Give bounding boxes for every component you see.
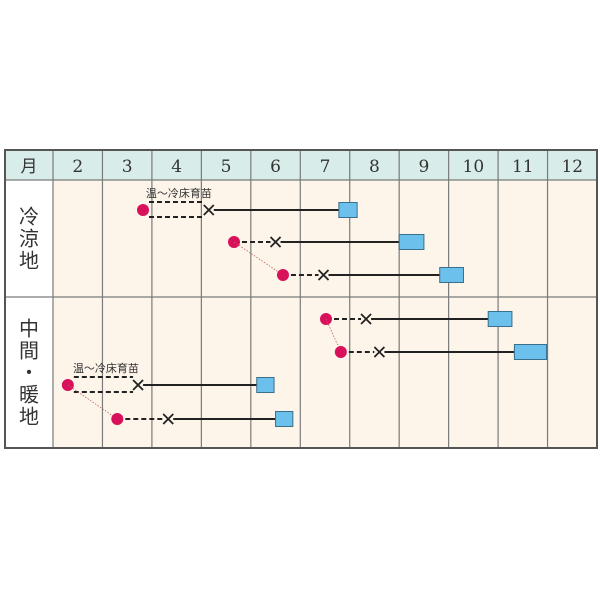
nursery-label: 温〜冷床育苗 [73, 361, 139, 375]
nursery-label: 温〜冷床育苗 [146, 186, 212, 200]
table-border [4, 149, 598, 449]
harvest-box [398, 234, 425, 250]
header-row [5, 150, 597, 180]
harvest-box [275, 411, 294, 427]
region-label-char: 涼 [19, 227, 39, 251]
sowing-dot [111, 413, 124, 425]
planting-cross [203, 204, 215, 216]
region-label-char: 暖 [19, 383, 39, 407]
month-label-9: 9 [418, 157, 429, 177]
harvest-box [439, 267, 464, 283]
planting-cross [269, 236, 282, 248]
planting-cross [373, 346, 386, 358]
month-label-4: 4 [171, 157, 182, 177]
header-month-label: 月 [21, 157, 38, 177]
month-label-5: 5 [221, 157, 232, 177]
region-label-char: 地 [19, 249, 39, 273]
region-label-char: 冷 [19, 205, 39, 229]
harvest-box [513, 344, 548, 360]
sowing-dot [334, 346, 347, 358]
harvest-box [487, 311, 513, 327]
month-label-3: 3 [122, 157, 133, 177]
month-label-11: 11 [512, 157, 534, 177]
region-label-char: ・ [19, 361, 39, 385]
sowing-dot [276, 269, 289, 281]
region-label-char: 中 [19, 317, 39, 341]
region-label-char: 地 [19, 405, 39, 429]
month-label-7: 7 [320, 157, 331, 177]
sowing-link [233, 241, 284, 276]
sowing-dot [137, 204, 150, 216]
planting-cross [162, 413, 174, 425]
month-label-6: 6 [270, 157, 281, 177]
month-label-12: 12 [561, 157, 583, 177]
region-label-char: 間 [19, 339, 39, 363]
sowing-link [67, 384, 118, 420]
harvest-box [256, 377, 275, 393]
sowing-link [325, 318, 342, 353]
harvest-box [338, 202, 358, 218]
planting-cross [132, 379, 144, 391]
planting-cross [360, 313, 372, 325]
planting-cross [317, 269, 330, 281]
month-label-10: 10 [463, 157, 485, 177]
month-label-8: 8 [369, 157, 380, 177]
month-label-2: 2 [72, 157, 83, 177]
